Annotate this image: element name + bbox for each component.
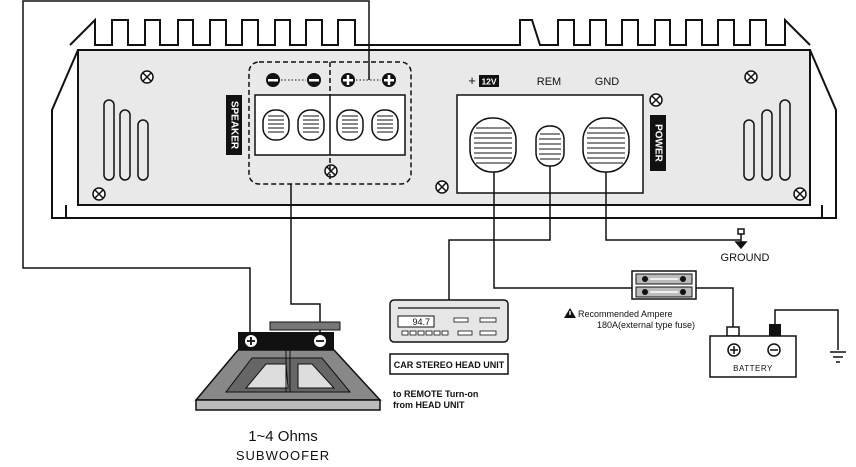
minus-icon [307,73,321,87]
subwoofer-label: SUBWOOFER [236,448,330,463]
screw-icon [649,93,663,107]
plus-icon [341,73,355,87]
screw-icon [793,187,807,201]
plus-icon [245,335,257,347]
minus-icon [767,343,781,357]
screw-icon [435,180,449,194]
terminal-gnd-label: GND [595,76,620,88]
screw-icon [92,187,106,201]
head-unit-display: 94.7 [412,317,430,327]
terminal-screw-icon [535,125,565,167]
screw-icons [92,70,807,201]
battery-label: BATTERY [733,364,773,373]
terminal-rem-label: REM [537,76,561,88]
remote-line2: from HEAD UNIT [393,400,465,410]
terminal-screw-icon [582,117,630,173]
wires [22,0,839,350]
minus-icon [314,335,326,347]
amplifier [51,17,837,219]
warning-icon [564,308,576,318]
screw-icon [140,70,154,84]
ground-icon [734,228,748,250]
battery: BATTERY [709,324,797,378]
chassis-ground-icon [830,351,846,363]
terminal-plus-label: + [468,73,476,88]
plus-icon [382,73,396,87]
fuse-holder [631,270,697,300]
subwoofer-impedance: 1~4 Ohms [248,428,318,445]
terminal-screw-icon [469,117,517,173]
speaker-label: SPEAKER [229,101,240,150]
screw-icon [324,164,338,178]
minus-icon [266,73,280,87]
fuse-warning-line2: 180A(external type fuse) [597,320,695,330]
terminal-12v-label: 12V [481,77,496,87]
remote-line1: to REMOTE Turn-on [393,389,478,399]
speaker-terminals: SPEAKER [226,61,412,185]
fuse-warning-line1: Recommended Ampere [578,309,673,319]
terminal-screw-icon [297,109,325,141]
terminal-screw-icon [371,109,399,141]
plus-icon [727,343,741,357]
terminal-screw-icon [262,109,290,141]
head-unit: 94.7 CAR STEREO HEAD UNIT to REMOTE Turn… [389,299,509,410]
power-label: POWER [653,124,664,163]
screw-icon [744,70,758,84]
ground-label: GROUND [721,252,770,264]
terminal-screw-icon [336,109,364,141]
head-unit-label: CAR STEREO HEAD UNIT [394,360,505,370]
subwoofer: 1~4 Ohms SUBWOOFER [194,321,382,463]
